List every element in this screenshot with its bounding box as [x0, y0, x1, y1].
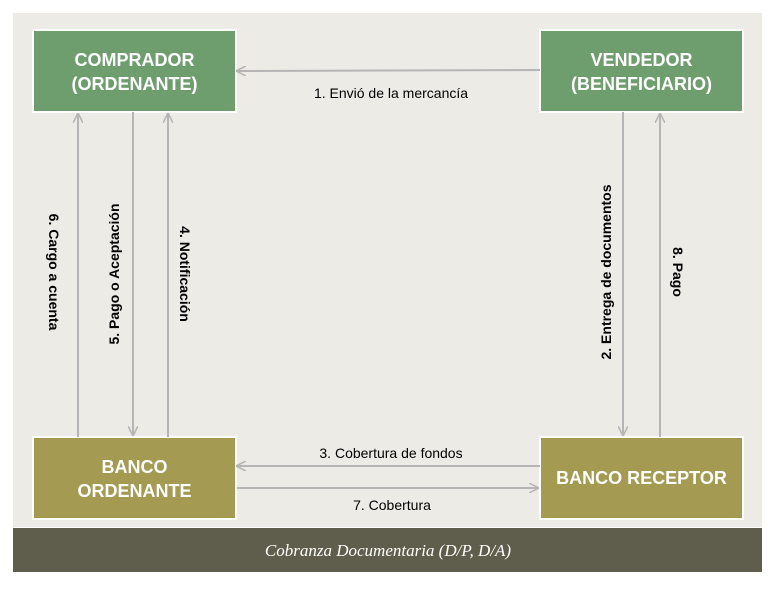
node-banco-receptor-line1: BANCO RECEPTOR [556, 468, 727, 488]
node-banco-ordenante-line2: ORDENANTE [77, 481, 191, 501]
node-banco-receptor-box [539, 436, 744, 520]
edge-2-label: 2. Entrega de documentos [598, 184, 614, 359]
node-comprador-line1: COMPRADOR [75, 50, 195, 70]
node-banco-ordenante-line1: BANCO [102, 457, 168, 477]
edge-3-cobertura-fondos: 3. Cobertura de fondos [237, 445, 540, 466]
footer-caption: Cobranza Documentaria (D/P, D/A) [265, 541, 512, 560]
node-comprador-box [32, 29, 237, 113]
edge-4-notificacion: 4. Notificación [168, 114, 193, 437]
node-vendedor-box [539, 29, 744, 113]
edge-1-label: 1. Envió de la mercancía [314, 85, 468, 101]
edge-5-label: 5. Pago o Aceptación [106, 203, 122, 344]
edge-6-cargo-cuenta: 6. Cargo a cuenta [46, 114, 78, 437]
node-banco-receptor: BANCO RECEPTOR [539, 436, 744, 520]
node-banco-ordenante: BANCO ORDENANTE [32, 436, 237, 520]
edge-7-cobertura: 7. Cobertura [237, 488, 538, 513]
edge-6-label: 6. Cargo a cuenta [46, 214, 62, 331]
edge-1-envio-mercancia: 1. Envió de la mercancía [237, 70, 541, 101]
edge-8-pago: 8. Pago [660, 114, 686, 437]
node-vendedor-line2: (BENEFICIARIO) [571, 74, 712, 94]
edge-7-label: 7. Cobertura [353, 497, 431, 513]
edge-4-label: 4. Notificación [177, 226, 193, 322]
edge-5-pago-aceptacion: 5. Pago o Aceptación [106, 112, 133, 435]
edge-2-entrega-documentos: 2. Entrega de documentos [598, 112, 623, 435]
node-vendedor-line1: VENDEDOR [590, 50, 692, 70]
node-banco-ordenante-box [32, 436, 237, 520]
edge-8-label: 8. Pago [670, 247, 686, 297]
node-comprador: COMPRADOR (ORDENANTE) [32, 29, 237, 113]
footer-bar [13, 528, 762, 572]
node-comprador-line2: (ORDENANTE) [72, 74, 198, 94]
edge-3-label: 3. Cobertura de fondos [319, 445, 462, 461]
footer-caption-bar: Cobranza Documentaria (D/P, D/A) [13, 528, 762, 572]
edge-1-line [237, 70, 541, 71]
node-vendedor: VENDEDOR (BENEFICIARIO) [539, 29, 744, 113]
